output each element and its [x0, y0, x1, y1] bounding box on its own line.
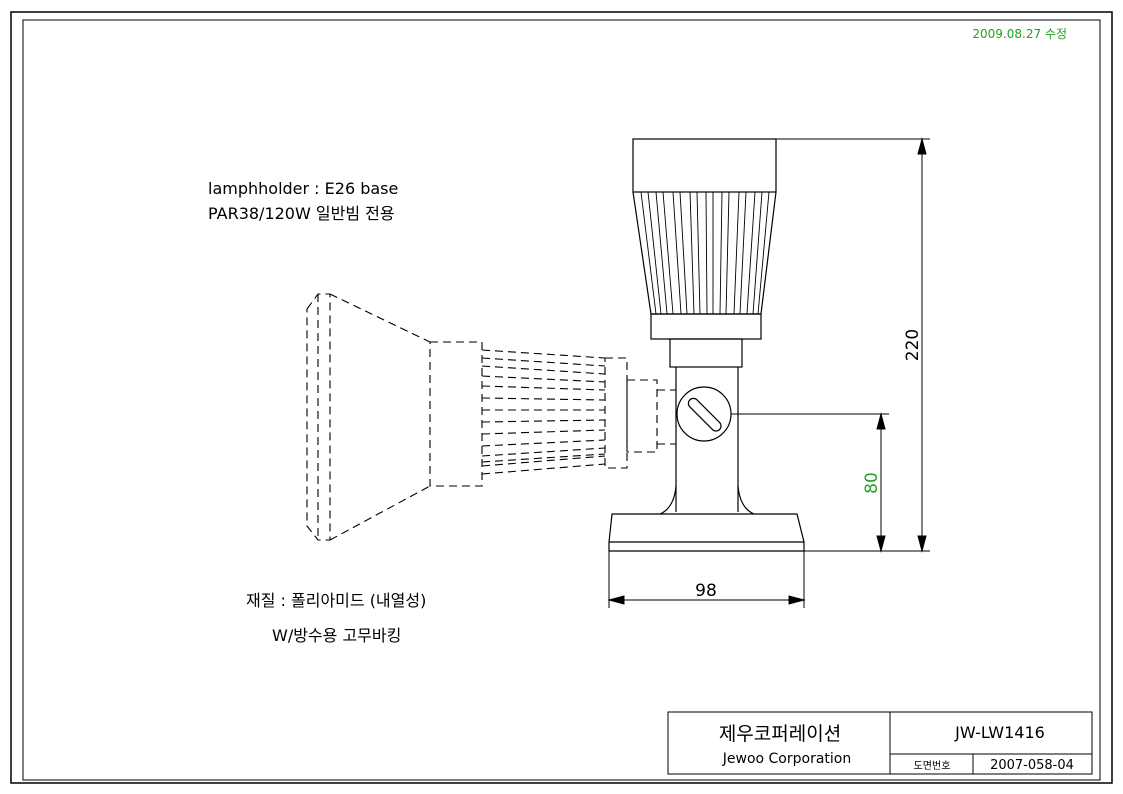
material-line-1: 재질 : 폴리아미드 (내열성) [246, 591, 426, 610]
dimension-lines [607, 137, 930, 608]
model-number: JW-LW1416 [954, 723, 1045, 742]
ghost-neck [626, 379, 658, 453]
dim-pivot-height: 80 [862, 472, 882, 494]
lamp-drawing [608, 138, 805, 552]
ghost-collar [604, 357, 628, 469]
title-block [667, 711, 1093, 775]
inner-border [22, 19, 1101, 781]
dim-base-width: 98 [695, 581, 717, 601]
spec-line-2: PAR38/120W 일반빔 전용 [208, 204, 395, 223]
company-name-en: Jewoo Corporation [722, 751, 851, 767]
dim-total-height: 220 [903, 329, 923, 361]
drawing-number: 2007-058-04 [990, 758, 1074, 773]
ghost-ring [429, 341, 483, 487]
lamp-top-cap [632, 138, 777, 193]
material-line-2: W/방수용 고무바킹 [272, 626, 401, 645]
outer-border [10, 11, 1113, 784]
lamp-flutes [640, 191, 770, 315]
arm-right-fillet [737, 485, 755, 515]
company-name-ko: 제우코퍼레이션 [719, 723, 841, 745]
lamp-collar [650, 313, 762, 340]
pivot-slot [687, 397, 722, 432]
revision-note: 2009.08.27 수정 [972, 27, 1067, 41]
lamp-neck [669, 338, 743, 368]
lamp-base [608, 513, 805, 552]
pivot-knob [676, 386, 732, 442]
spec-line-1: lamphholder : E26 base [208, 179, 398, 198]
arm-left-fillet [659, 485, 677, 515]
tilted-position-ghost [306, 293, 676, 541]
drawing-number-label: 도면번호 [914, 760, 951, 772]
